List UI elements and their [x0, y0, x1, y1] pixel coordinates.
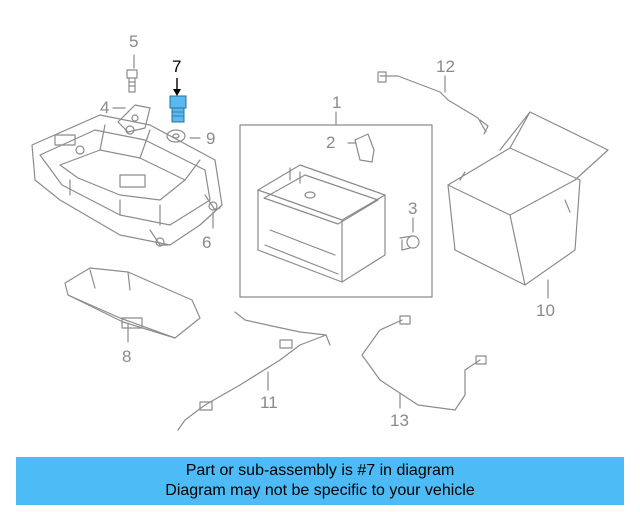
- battery-tray-drawing: [31, 114, 223, 247]
- bolt-5-drawing: [126, 69, 138, 93]
- battery-drawing: [257, 164, 386, 283]
- hold-down-drawing: [64, 267, 201, 339]
- banner-line-1: Part or sub-assembly is #7 in diagram: [185, 462, 455, 479]
- bolt-7-highlighted: [169, 78, 187, 123]
- callout-10: 10: [536, 301, 555, 320]
- cable-11-drawing: [177, 311, 331, 431]
- battery-cover-drawing: [447, 111, 609, 286]
- parts-diagram: [31, 54, 609, 431]
- callout-2: 2: [326, 133, 336, 152]
- callout-12: 12: [436, 57, 455, 76]
- banner-line-2: Diagram may not be specific to your vehi…: [165, 482, 475, 499]
- washer-drawing: [166, 129, 186, 143]
- callout-13: 13: [390, 411, 409, 430]
- callout-7-highlighted: 7: [172, 57, 182, 76]
- info-banner: Part or sub-assembly is #7 in diagram Di…: [16, 457, 624, 505]
- callout-5: 5: [129, 32, 139, 51]
- bolt-3-drawing: [399, 235, 420, 251]
- callout-6: 6: [202, 233, 212, 252]
- cable-12-drawing: [377, 71, 489, 135]
- callout-4: 4: [100, 98, 110, 117]
- callout-9: 9: [206, 129, 216, 148]
- callout-11: 11: [260, 393, 278, 412]
- terminal-cover-drawing: [354, 133, 375, 163]
- callout-1: 1: [332, 93, 342, 112]
- callout-8: 8: [122, 347, 132, 366]
- callout-3: 3: [408, 199, 418, 218]
- bracket-drawing: [117, 104, 151, 133]
- cable-13-drawing: [361, 315, 487, 411]
